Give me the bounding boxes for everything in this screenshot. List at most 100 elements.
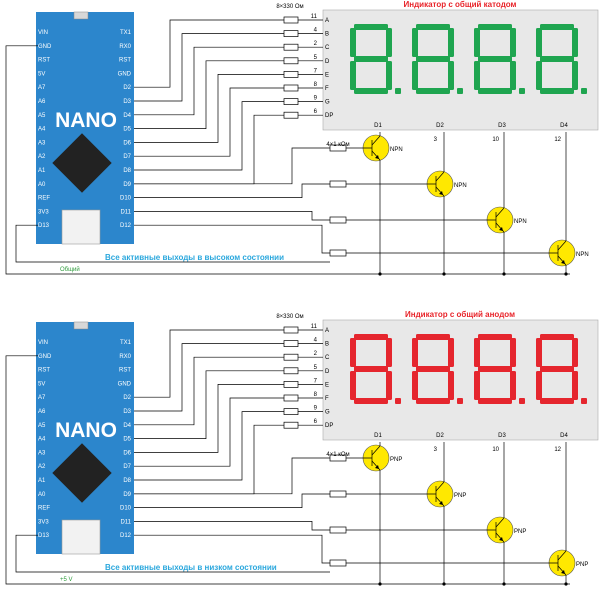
transistor-collector — [435, 481, 445, 492]
pin-label: A6 — [38, 409, 46, 415]
resistor-icon — [283, 84, 299, 92]
wire — [134, 33, 284, 102]
digit-pin-number: 3 — [434, 137, 438, 143]
resistor-icon — [283, 16, 299, 24]
pin-label: D12 — [120, 533, 132, 539]
decimal-point — [581, 88, 587, 94]
mode-note: Все активные выходы в низком состоянии — [105, 563, 277, 572]
segment — [474, 338, 480, 367]
segment — [540, 88, 574, 94]
pin-label: D2 — [123, 85, 131, 91]
segment — [354, 56, 388, 62]
resistor-icon — [283, 421, 299, 429]
junction-dot — [564, 272, 568, 276]
segment-label: B — [325, 32, 329, 38]
wire — [134, 397, 284, 467]
decimal-point — [457, 398, 463, 404]
resistor-icon — [283, 394, 299, 402]
segment-pin-number: 5 — [314, 365, 318, 371]
segment-label: F — [325, 396, 329, 402]
pin-label: D9 — [123, 492, 131, 498]
segment — [474, 61, 480, 90]
pin-label: A4 — [38, 437, 46, 443]
resistor-icon — [329, 559, 347, 567]
seven-segment-digit — [350, 334, 401, 404]
segment — [478, 56, 512, 62]
seven-segment-digit — [474, 334, 525, 404]
pin-label: D10 — [120, 196, 132, 202]
pin-label: RST — [38, 368, 50, 374]
pin-label: A2 — [38, 154, 46, 160]
segment — [354, 24, 388, 30]
seven-segment-digit — [536, 334, 587, 404]
wire — [134, 534, 330, 564]
segment-pin-number: 7 — [314, 378, 318, 384]
segment — [386, 28, 392, 57]
segment — [572, 28, 578, 57]
pin-label: RX0 — [119, 354, 131, 360]
transistor-icon: PNP — [486, 516, 526, 544]
segment — [510, 371, 516, 400]
digit-label: D3 — [498, 433, 506, 439]
segment — [416, 88, 450, 94]
pin-label: D8 — [123, 478, 131, 484]
transistor-type-label: NPN — [576, 252, 589, 258]
digit-label: D4 — [560, 123, 568, 129]
segment — [478, 398, 512, 404]
wire — [134, 411, 284, 481]
transistor-icon: NPN — [548, 239, 589, 267]
segment-label: F — [325, 86, 329, 92]
segment — [478, 334, 512, 340]
pin-label: A3 — [38, 140, 46, 146]
segment-pin-number: 6 — [314, 419, 318, 425]
transistor-type-label: PNP — [576, 562, 588, 568]
digit-pin-number: 12 — [554, 447, 561, 453]
pin-label: 5V — [38, 381, 45, 387]
pin-label: D5 — [123, 437, 131, 443]
resistor-icon — [283, 71, 299, 78]
wire — [134, 114, 284, 185]
segment-label: B — [325, 342, 329, 348]
segment-label: D — [325, 369, 330, 375]
segment-label: C — [325, 355, 330, 361]
pin-label: D3 — [123, 409, 131, 415]
pin-label: D2 — [123, 395, 131, 401]
transistor-collector — [495, 517, 505, 528]
pin-label: D3 — [123, 99, 131, 105]
wire — [134, 384, 284, 453]
mode-note: Все активные выходы в высоком состоянии — [105, 253, 284, 262]
segment-label: E — [325, 72, 329, 78]
pin-label: TX1 — [120, 30, 132, 36]
pin-label: VIN — [38, 30, 48, 36]
pin-label: RST — [38, 58, 50, 64]
seven-segment-digit — [536, 24, 587, 94]
segment-label: DP — [325, 113, 333, 119]
wire — [5, 45, 38, 275]
wire — [134, 493, 330, 508]
segment-label: A — [325, 18, 329, 24]
decimal-point — [395, 88, 401, 94]
seven-segment-digit — [412, 334, 463, 404]
reset-button — [73, 321, 89, 330]
segment — [572, 61, 578, 90]
pin-label: D4 — [123, 113, 131, 119]
pin-label: RST — [119, 58, 131, 64]
junction-dot — [378, 582, 382, 586]
segment-pin-number: 8 — [314, 82, 318, 88]
pin-label: GND — [38, 354, 52, 360]
transistor-collector — [371, 445, 381, 456]
pin-label: TX1 — [120, 340, 132, 346]
segment — [540, 366, 574, 372]
wire — [134, 147, 330, 185]
pin-label: A3 — [38, 450, 46, 456]
seven-segment-digit — [350, 24, 401, 94]
transistor-collector — [495, 207, 505, 218]
pin-label: GND — [38, 44, 52, 50]
pin-label: D6 — [123, 450, 131, 456]
decimal-point — [519, 398, 525, 404]
common-label: +5 V — [60, 577, 73, 583]
digit-label: D2 — [436, 433, 444, 439]
pin-label: A7 — [38, 85, 46, 91]
segment-pin-number: 2 — [314, 351, 318, 357]
resistor-icon — [283, 43, 299, 51]
